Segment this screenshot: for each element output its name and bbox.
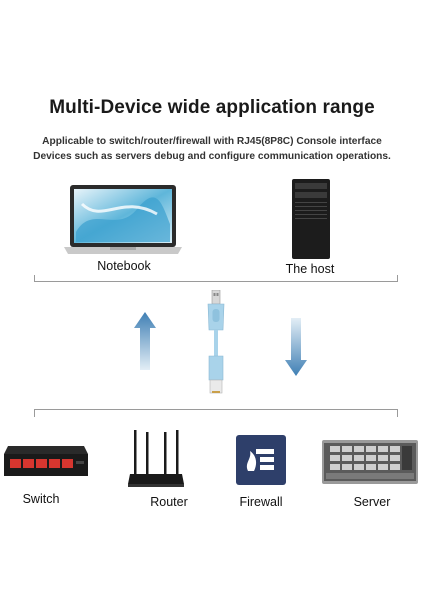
down-arrow-icon [285,318,307,376]
subtitle-line-1: Applicable to switch/router/firewall wit… [42,136,382,147]
top-connector-left-tick [34,275,35,282]
device-label-notebook: Notebook [97,259,151,273]
rack-server-icon [322,440,418,484]
page-title: Multi-Device wide application range [49,97,375,118]
top-connector-right-tick [397,275,398,282]
device-label-switch: Switch [22,492,60,506]
up-arrow-icon [134,312,156,370]
device-label-host: The host [285,262,335,276]
network-switch-icon [4,446,88,476]
bottom-connector-right-tick [397,409,398,417]
console-cable-icon [207,290,225,394]
device-label-server: Server [353,495,391,509]
desktop-tower-icon [292,179,330,259]
device-label-firewall: Firewall [239,495,283,509]
laptop-icon [64,185,182,254]
bottom-connector-line [34,409,398,410]
wifi-router-icon [128,430,184,487]
firewall-icon [236,435,286,485]
subtitle-line-2: Devices such as servers debug and config… [33,151,391,162]
top-connector-line [34,281,398,282]
bottom-connector-left-tick [34,409,35,417]
device-label-router: Router [150,495,188,509]
